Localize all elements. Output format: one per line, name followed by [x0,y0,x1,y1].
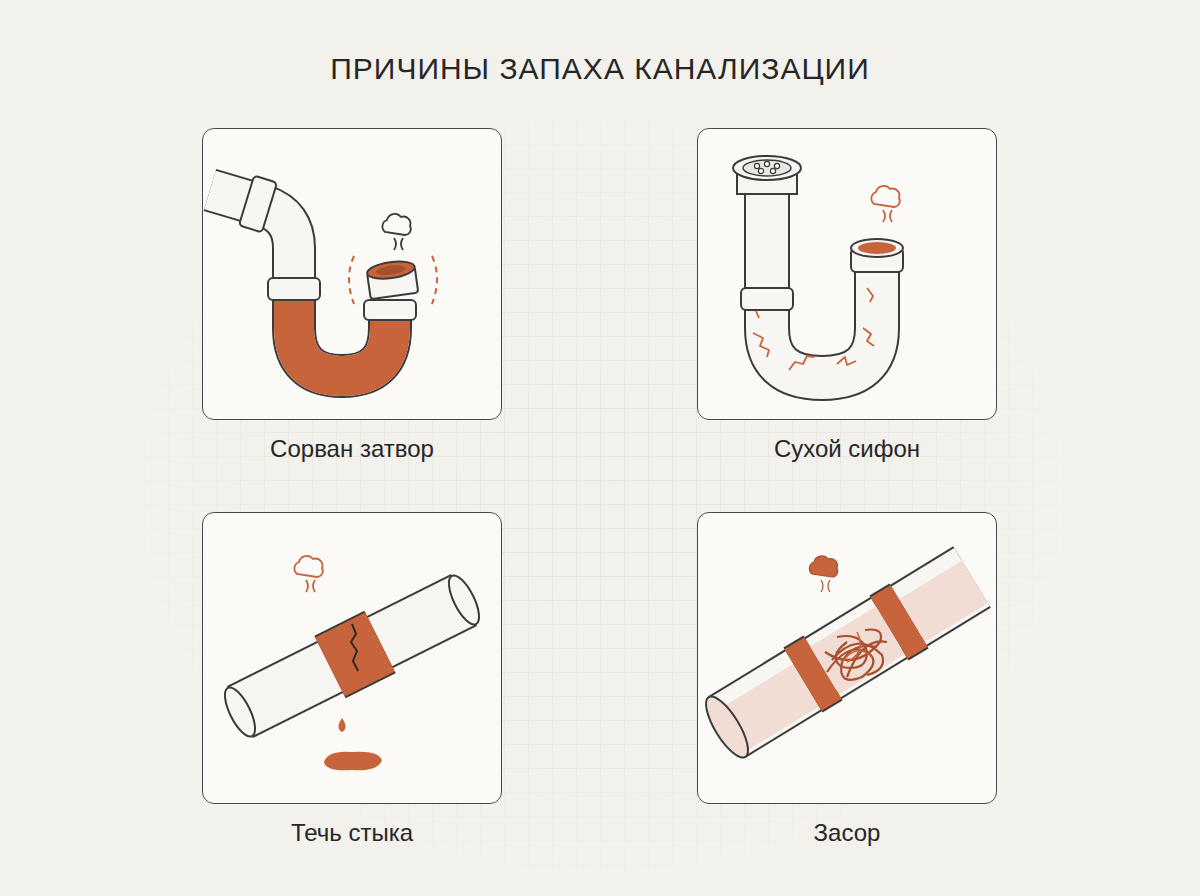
trap-broken-seal-part-part [432,256,437,304]
panel-backgrounds [202,128,997,804]
pipe-clog-part-part [832,644,883,675]
trap-broken-seal-part-part [366,259,416,282]
pipe-clog-part-part [842,651,872,662]
panel-backgrounds-part [202,128,502,420]
panel-box: Течь стыка [202,512,502,804]
trap-dry-part-part [758,168,763,173]
trap-broken-seal-part [210,190,390,376]
trap-broken-seal-part [349,256,437,304]
grid-background [120,100,1080,890]
trap-dry-part-part [756,311,759,318]
trap-dry-part-part [754,163,759,168]
trap-dry-part-part [753,333,769,357]
panel-box: Засор [697,512,997,804]
pipe-leaking-joint-part [339,718,346,732]
trap-dry-part [851,239,903,257]
trap-dry-part [741,288,793,310]
trap-broken-seal-part [382,214,410,250]
trap-dry-part [754,161,779,173]
panel-backgrounds-part [202,512,502,804]
panel-box: Сорван затвор [202,128,502,420]
trap-dry-part [858,242,896,254]
pipe-clog-part [698,691,755,763]
trap-broken-seal [210,176,437,376]
trap-broken-seal-part [268,278,320,300]
trap-broken-seal-part [366,259,418,299]
trap-dry-part [733,156,801,180]
trap-dry-part-part [863,328,874,346]
pipe-clog-part [803,668,823,680]
trap-dry-part [753,288,874,370]
pipe-leaking-joint-part [294,556,322,592]
trap-dry-part-part [837,357,856,365]
pipe-clog-part [809,556,837,592]
pipe-clog [698,556,975,763]
pipe-clog-part [889,616,909,628]
pipe-leaking-joint-part [240,600,464,712]
pipe-clog-part [842,632,872,662]
trap-broken-seal-part [210,190,390,376]
trap-dry-part-part [867,288,873,302]
pipe-leaking-joint-part [324,752,382,771]
diagram-title: ПРИЧИНЫ ЗАПАХА КАНАЛИЗАЦИИ [0,52,1200,86]
pipe-leaking-joint-part [219,683,261,740]
pipe-leaking-joint-part [240,600,464,712]
panel-caption: Течь стыка [183,819,521,847]
trap-dry-part-part [770,168,775,173]
trap-dry-part [767,188,877,378]
pipe-clog-part [889,616,909,628]
trap-dry-part-part [764,161,769,166]
pipe-leaking-joint [219,556,485,770]
trap-broken-seal-part-part [349,256,354,304]
trap-broken-seal-part [364,300,416,320]
trap-dry [733,156,903,378]
panel-backgrounds-part [697,128,997,420]
pipe-clog-part [825,630,887,680]
trap-dry-part [871,186,899,222]
trap-dry-part-part [774,163,779,168]
panel-caption: Засор [678,819,1016,847]
pipe-clog-part-part [847,632,860,662]
pipe-leaking-joint-part [351,624,358,671]
trap-dry-part-part [789,356,814,370]
trap-dry-part [743,160,791,176]
trap-broken-seal-part-part [375,264,406,277]
panel-box: Сухой сифон [697,128,997,420]
pipe-clog-part [803,668,823,680]
trap-broken-seal-part [239,176,277,233]
panel-caption: Сухой сифон [678,435,1016,463]
panel-backgrounds-part [697,512,997,804]
pipe-leaking-joint-part [443,571,485,628]
panel-caption: Сорван затвор [183,435,521,463]
trap-dry-part [767,188,877,378]
pipe-clog-part [733,582,975,730]
